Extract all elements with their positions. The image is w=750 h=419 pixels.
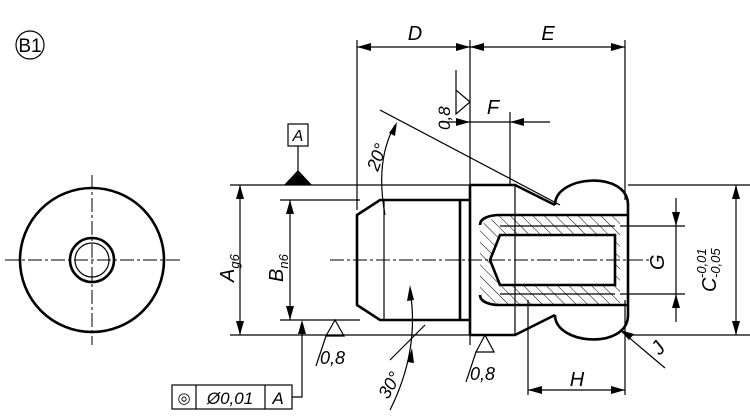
end-view — [5, 175, 180, 345]
svg-text:A: A — [292, 128, 304, 145]
dimension-f: F — [440, 97, 550, 126]
svg-text:A: A — [271, 389, 283, 408]
surface-roughness-right: 0,8 — [465, 333, 495, 384]
dimension-c: C -0,01 -0,05 — [694, 185, 740, 335]
svg-text:-0,05: -0,05 — [708, 248, 723, 278]
svg-text:30°: 30° — [374, 368, 405, 402]
svg-text:0,8: 0,8 — [470, 364, 495, 384]
dimension-g: G — [647, 198, 680, 322]
extension-lines — [230, 40, 750, 395]
svg-text:◎: ◎ — [177, 390, 190, 407]
dimension-h: H — [528, 369, 625, 394]
feature-control-frame: ◎ Ø0,01 A — [171, 320, 306, 410]
dimension-j: J — [619, 329, 671, 369]
svg-text:F: F — [487, 97, 501, 119]
dimension-b: Bn6 — [266, 200, 294, 320]
dimension-a: Ag6 — [217, 185, 244, 335]
svg-text:0,8: 0,8 — [435, 106, 454, 130]
surface-roughness-top: 0,8 — [435, 70, 471, 130]
svg-text:Bn6: Bn6 — [266, 253, 291, 282]
dimension-d: D — [357, 23, 470, 51]
svg-text:G: G — [647, 254, 669, 270]
svg-text:D: D — [408, 23, 422, 45]
svg-text:Ag6: Ag6 — [217, 253, 242, 283]
svg-text:0,8: 0,8 — [320, 348, 345, 368]
svg-text:H: H — [570, 369, 585, 391]
svg-text:C: C — [699, 277, 721, 292]
svg-text:J: J — [646, 337, 671, 360]
svg-text:Ø0,01: Ø0,01 — [206, 389, 253, 408]
surface-roughness-left: 0,8 — [315, 318, 345, 368]
dimension-e: E — [470, 23, 625, 51]
svg-text:B1: B1 — [18, 36, 41, 57]
angle-30: 30° — [374, 285, 426, 411]
view-label: B1 — [15, 30, 45, 60]
svg-text:-0,01: -0,01 — [694, 248, 709, 278]
datum-a: A — [284, 123, 312, 185]
svg-text:E: E — [541, 23, 555, 45]
